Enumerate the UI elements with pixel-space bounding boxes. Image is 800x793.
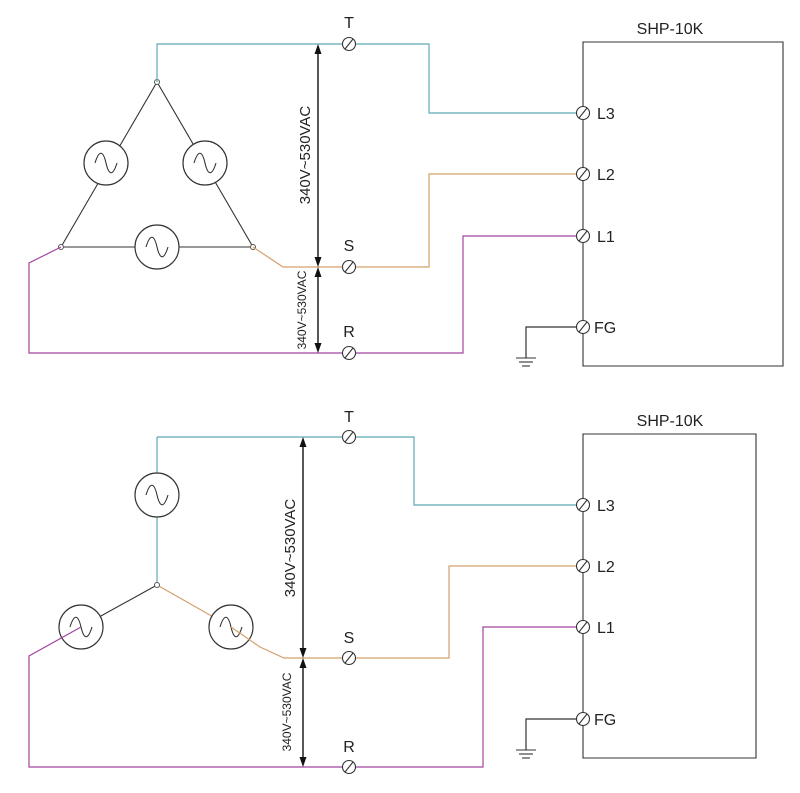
voltage-dimension-sr: 340V~530VAC [280,658,307,767]
phase-t-wire [157,436,583,506]
voltage-sr-label: 340V~530VAC [280,672,294,751]
terminal-fg-label: FG [594,320,616,337]
terminal-l1-label: L1 [597,229,615,246]
phase-t-wire [156,43,583,114]
ac-source-right [182,140,228,186]
terminal-l2-label: L2 [597,559,615,576]
terminal-l1 [575,228,591,244]
voltage-dimension-ts: 340V~530VAC [297,44,322,267]
phase-r-label: R [343,739,355,756]
phase-s-label: S [344,630,355,647]
terminal-l2 [575,558,591,574]
terminal-r [341,345,357,361]
voltage-dimension-sr: 340V~530VAC [295,267,322,353]
wye-source [58,437,254,650]
delta-source [58,79,256,270]
wye-wiring-diagram: SHP-10K [28,409,757,775]
terminal-l2 [575,166,591,182]
terminal-s [341,259,357,275]
terminal-r [341,759,357,775]
terminal-l2-label: L2 [597,167,615,184]
voltage-sr-label: 340V~530VAC [295,270,309,349]
terminal-t [341,36,357,52]
terminal-l3 [575,497,591,513]
terminal-l3-label: L3 [597,106,615,123]
phase-t-label: T [344,15,354,32]
device-box [582,433,757,759]
phase-s-wire [252,173,583,268]
delta-wiring-diagram: SHP-10K [28,15,784,367]
phase-r-label: R [343,324,355,341]
device-label: SHP-10K [637,21,704,38]
device-box [582,41,784,367]
terminal-fg-label: FG [594,712,616,729]
ground-wire [525,718,583,750]
terminal-l3 [575,105,591,121]
terminal-l1 [575,619,591,635]
voltage-dimension-ts: 340V~530VAC [282,437,307,658]
ac-source-bottom [134,224,180,270]
phase-r-wire [28,235,583,354]
voltage-ts-label: 340V~530VAC [282,499,299,598]
terminal-fg [575,711,591,727]
terminal-l1-label: L1 [597,620,615,637]
voltage-ts-label: 340V~530VAC [297,106,314,205]
phase-t-label: T [344,409,354,426]
ac-source-top [134,472,180,518]
terminal-l3-label: L3 [597,498,615,515]
ground-wire [525,326,583,358]
phase-r-wire [28,626,583,768]
phase-s-label: S [344,238,355,255]
terminal-t [341,429,357,445]
ground-icon [516,357,536,367]
terminal-s [341,650,357,666]
phase-s-wire [230,565,583,659]
ground-icon [516,749,536,759]
terminal-fg [575,319,591,335]
ac-source-left [83,140,129,186]
device-label: SHP-10K [637,413,704,430]
